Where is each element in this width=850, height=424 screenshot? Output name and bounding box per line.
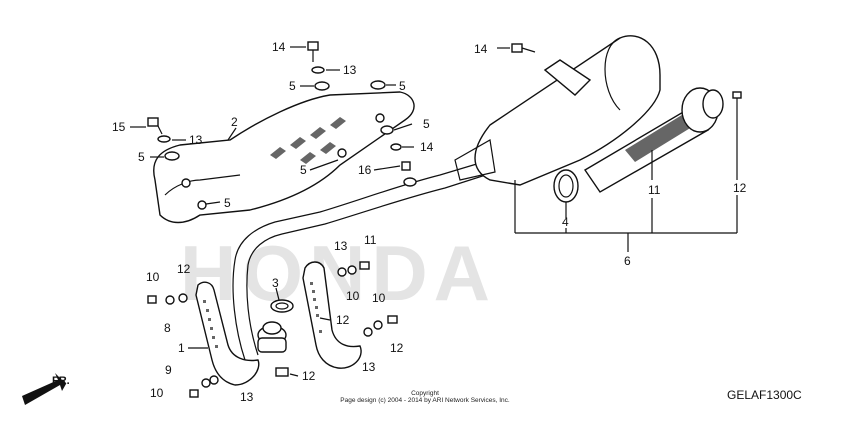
gasket-hole <box>275 302 289 310</box>
callout-1[interactable]: 1 <box>178 341 185 355</box>
copyright-line-1: Copyright <box>411 390 439 397</box>
callout-14[interactable]: 10 <box>372 291 386 305</box>
exhaust-gasket[interactable] <box>270 299 294 313</box>
bolt-icon[interactable] <box>147 295 157 304</box>
callout-10[interactable]: 10 <box>146 270 160 284</box>
nut-icon[interactable] <box>337 267 347 277</box>
bolt-icon[interactable] <box>147 117 159 127</box>
bolt-icon[interactable] <box>387 315 398 324</box>
callout-13[interactable]: 14 <box>420 140 434 154</box>
callout-12[interactable]: 13 <box>362 360 376 374</box>
grommet-icon[interactable] <box>370 80 386 90</box>
callout-5[interactable]: 5 <box>224 196 231 210</box>
callout-5[interactable]: 5 <box>289 79 296 93</box>
heat-shield[interactable] <box>153 91 415 224</box>
collar-icon[interactable] <box>390 143 402 151</box>
callout-9[interactable]: 12 <box>733 181 747 195</box>
grommet-icon[interactable] <box>380 125 394 135</box>
watermark: HONDA <box>180 229 496 317</box>
callout-13[interactable]: 13 <box>343 63 357 77</box>
tail-screw-icon[interactable] <box>732 91 742 110</box>
callout-8[interactable]: 12 <box>336 313 350 327</box>
muffler[interactable] <box>454 35 661 186</box>
callout-4[interactable]: 4 <box>562 215 569 229</box>
flange-nut-icon[interactable] <box>275 367 289 377</box>
callout-5[interactable]: 5 <box>300 163 307 177</box>
callout-3[interactable]: 3 <box>272 276 279 290</box>
callout-14[interactable]: 9 <box>165 363 172 377</box>
callout-10[interactable]: 10 <box>150 386 164 400</box>
collar-icon[interactable] <box>311 66 325 74</box>
callout-2[interactable]: 2 <box>231 115 238 129</box>
callout-5[interactable]: 5 <box>138 150 145 164</box>
callouts: 14 13 5 5 15 13 5 2 5 14 16 5 5 14 4 11 … <box>112 40 747 404</box>
callout-14[interactable]: 8 <box>164 321 171 335</box>
grommet-icon[interactable] <box>314 81 330 91</box>
washer-icon[interactable] <box>373 320 383 330</box>
bolt-icon[interactable] <box>307 41 319 51</box>
callout-6[interactable]: 6 <box>624 254 631 268</box>
callout-5[interactable]: 5 <box>423 117 430 131</box>
callout-13[interactable]: 13 <box>189 133 203 147</box>
callout-12[interactable]: 12 <box>177 262 191 276</box>
copyright-line-2: Page design (c) 2004 - 2014 by ARI Netwo… <box>340 397 510 404</box>
nut-icon[interactable] <box>363 327 373 337</box>
callout-10[interactable]: 11 <box>364 233 377 247</box>
front-direction-indicator: FR. <box>22 373 70 405</box>
exhaust-pipe[interactable] <box>232 159 496 361</box>
callout-16[interactable]: 16 <box>358 163 372 177</box>
direction-label: FR. <box>52 375 70 387</box>
spark-arrester[interactable] <box>584 87 724 193</box>
bolt-icon[interactable] <box>511 43 523 53</box>
bolt-icon[interactable] <box>359 261 370 270</box>
nut-icon[interactable] <box>209 375 219 385</box>
bolt-icon[interactable] <box>189 389 199 398</box>
washer-icon[interactable] <box>201 378 211 388</box>
callout-10[interactable]: 12 <box>390 341 404 355</box>
nut-icon[interactable] <box>178 293 188 303</box>
pipe-guard-front[interactable] <box>195 281 260 386</box>
callout-16[interactable]: 15 <box>112 120 126 134</box>
callout-5[interactable]: 5 <box>399 79 406 93</box>
pipe-guard-rear[interactable] <box>302 261 362 369</box>
callout-12[interactable]: 13 <box>334 239 348 253</box>
muffler-gasket-inner <box>558 174 574 198</box>
grommet-icon[interactable] <box>403 177 417 187</box>
callout-12[interactable]: 13 <box>240 390 254 404</box>
leader-lines <box>130 46 738 377</box>
callout-7[interactable]: 11 <box>648 183 661 197</box>
bolt-icon[interactable] <box>401 161 411 171</box>
arrow-icon <box>22 373 66 405</box>
collar-icon[interactable] <box>157 135 171 143</box>
diagram-code: GELAF1300C <box>727 388 802 402</box>
callout-11[interactable]: 12 <box>302 369 316 383</box>
grommet-icon[interactable] <box>164 151 180 161</box>
washer-icon[interactable] <box>347 265 357 275</box>
callout-14[interactable]: 10 <box>346 289 360 303</box>
washer-icon[interactable] <box>165 295 175 305</box>
callout-15[interactable]: 14 <box>474 42 488 56</box>
hardware <box>147 41 536 398</box>
callout-16[interactable]: 14 <box>272 40 286 54</box>
